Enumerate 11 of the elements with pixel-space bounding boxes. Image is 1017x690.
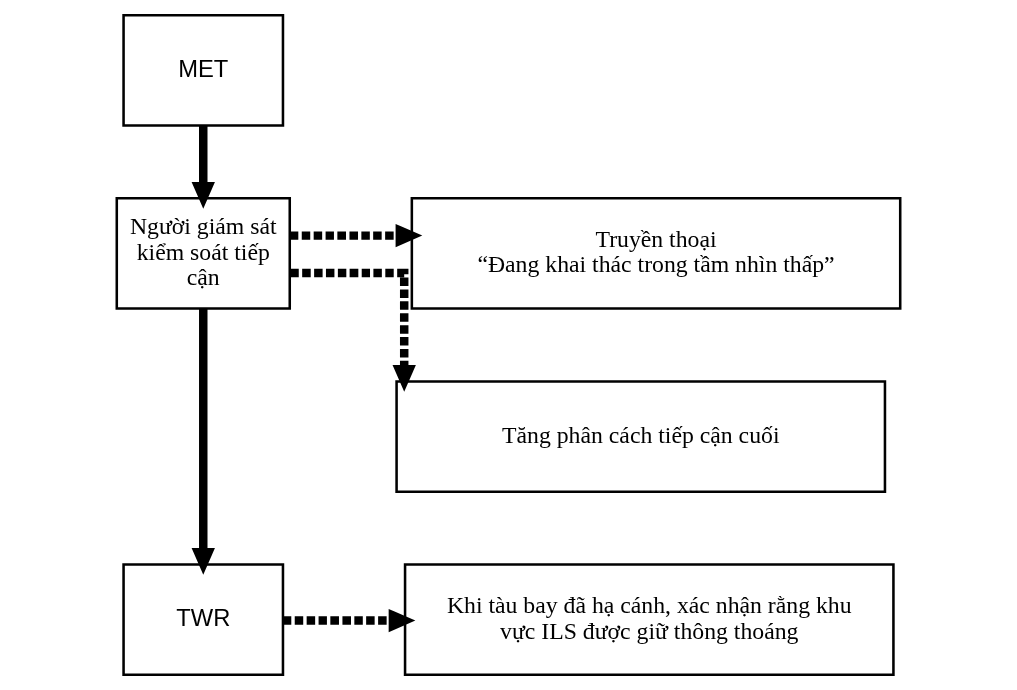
node-box: MET [122,13,285,127]
node-box: Người giám sát kiểm soát tiếp cận [115,197,291,310]
arrow [191,125,215,209]
node-box: Tăng phân cách tiếp cận cuối [395,380,887,493]
arrow [191,309,215,575]
node-box: Truyền thoại “Đang khai thác trong tầm nhìn thấp” [410,197,902,310]
node-box: Khi tàu bay đã hạ cánh, xác nhận rằng khu vực ILS được giữ thông thoáng [403,563,895,677]
node-box: TWR [122,563,285,677]
arrow [290,223,423,248]
arrow [283,608,416,633]
arrow [290,268,416,392]
